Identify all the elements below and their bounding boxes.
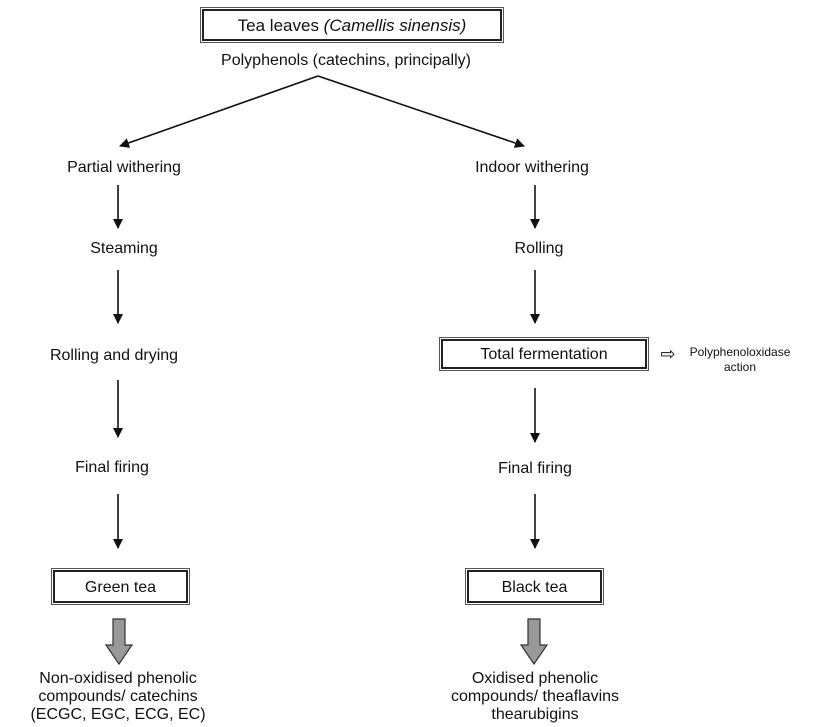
black-result-arrow	[519, 618, 549, 666]
polyphenols-label: Polyphenols (catechins, principally)	[221, 52, 471, 69]
left-step-1: Partial withering	[67, 159, 181, 176]
right-step-2: Rolling	[514, 240, 564, 257]
green-tea-box: Green tea	[53, 570, 188, 603]
total-fermentation-label: Total fermentation	[480, 346, 608, 363]
black-result-line-3: thearubigins	[491, 706, 579, 723]
side-arrow-icon: ⇨	[660, 344, 676, 364]
green-result-arrow	[104, 618, 134, 666]
polyphenoloxidase-line-2: action	[723, 360, 757, 374]
total-fermentation-box: Total fermentation	[441, 339, 647, 369]
left-step-3: Rolling and drying	[49, 347, 179, 364]
black-tea-label: Black tea	[501, 579, 568, 596]
tea-leaves-box: Tea leaves (Camellis sinensis)	[202, 9, 502, 41]
left-step-4: Final firing	[75, 459, 149, 476]
black-result-line-2: compounds/ theaflavins	[450, 688, 620, 705]
split-arrow-right	[317, 75, 525, 148]
black-result-line-1: Oxidised phenolic	[471, 670, 599, 687]
black-tea-box: Black tea	[467, 570, 602, 603]
green-result-line-1: Non-oxidised phenolic	[39, 670, 197, 687]
right-step-1: Indoor withering	[475, 159, 589, 176]
species-label: (Camellis sinensis)	[323, 16, 467, 35]
green-result-line-3: (ECGC, EGC, ECG, EC)	[30, 706, 206, 723]
tea-leaves-label: Tea leaves	[237, 16, 324, 35]
green-result-line-2: compounds/ catechins	[38, 688, 198, 705]
right-step-4: Final firing	[498, 460, 572, 477]
green-tea-label: Green tea	[84, 579, 157, 596]
split-arrow-left	[119, 75, 319, 148]
polyphenoloxidase-line-1: Polyphenoloxidase	[689, 345, 791, 359]
left-step-2: Steaming	[90, 240, 158, 257]
